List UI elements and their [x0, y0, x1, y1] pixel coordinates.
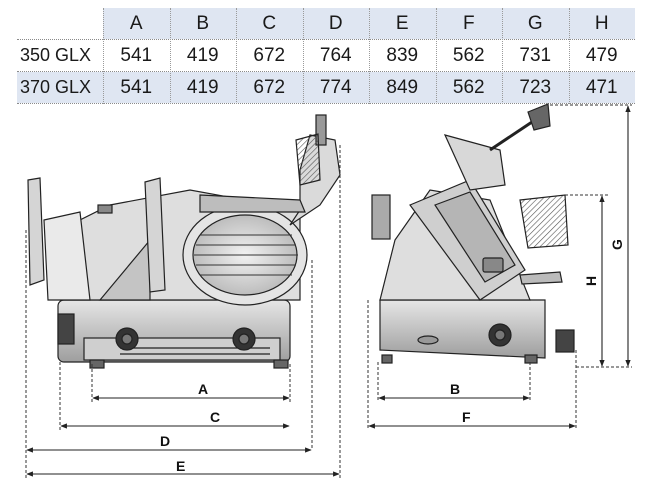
column-header: A — [103, 8, 170, 39]
table-divider — [169, 8, 171, 104]
table-divider — [302, 8, 304, 104]
column-header: F — [435, 8, 502, 39]
column-header: G — [502, 8, 569, 39]
column-header: D — [302, 8, 369, 39]
table-cell: 419 — [169, 40, 236, 71]
dimension-label-h: H — [583, 276, 599, 286]
table-divider — [369, 8, 370, 104]
dimension-label-g: G — [609, 239, 625, 250]
table-cell: 764 — [302, 40, 369, 71]
table-cell: 562 — [435, 40, 502, 71]
table-divider — [502, 8, 503, 104]
model-name: 370 GLX — [17, 72, 103, 103]
table-cell: 541 — [103, 40, 170, 71]
table-cell: 731 — [502, 40, 569, 71]
front-view-slicer — [27, 114, 341, 369]
table-cell: 479 — [568, 40, 635, 71]
table-divider — [435, 8, 437, 104]
table-cell: 562 — [435, 72, 502, 103]
dimension-label-c: C — [210, 409, 220, 425]
table-cell: 471 — [568, 72, 635, 103]
table-row: 370 GLX 541 419 672 774 849 562 723 471 — [17, 72, 635, 103]
dimension-label-d: D — [160, 433, 170, 449]
side-view-slicer — [371, 103, 575, 364]
model-name: 350 GLX — [17, 40, 103, 71]
table-cell: 849 — [369, 72, 436, 103]
dimension-label-f: F — [462, 409, 471, 425]
table-divider — [17, 103, 635, 104]
table-cell: 672 — [236, 40, 303, 71]
table-row: 350 GLX 541 419 672 764 839 562 731 479 — [17, 40, 635, 71]
table-header-row: A B C D E F G H — [17, 8, 635, 39]
table-divider — [17, 39, 635, 40]
column-header: E — [369, 8, 436, 39]
table-cell: 723 — [502, 72, 569, 103]
table-cell: 839 — [369, 40, 436, 71]
column-header: C — [236, 8, 303, 39]
table-divider — [568, 8, 570, 104]
table-divider — [103, 8, 104, 104]
dimension-label-e: E — [176, 458, 185, 474]
table-divider — [236, 8, 237, 104]
table-cell: 672 — [236, 72, 303, 103]
dimension-label-b: B — [450, 381, 460, 397]
table-divider — [17, 71, 635, 72]
header-corner — [17, 8, 103, 39]
table-cell: 541 — [103, 72, 170, 103]
table-cell: 419 — [169, 72, 236, 103]
column-header: H — [568, 8, 635, 39]
dimensions-table: A B C D E F G H 350 GLX 541 419 672 764 … — [17, 8, 635, 104]
dimension-label-a: A — [198, 381, 208, 397]
table-cell: 774 — [302, 72, 369, 103]
column-header: B — [169, 8, 236, 39]
